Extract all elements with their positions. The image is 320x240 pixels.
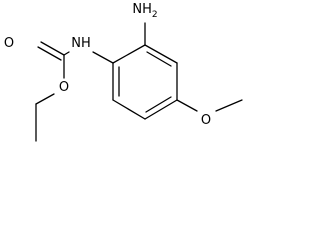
ethyl-carbamate-structure: NH2 NH O O O	[4, 2, 243, 142]
bond-nh-carbonyl-c	[63, 51, 70, 56]
ring-bond-c5-c6	[112, 99, 146, 120]
bonds	[35, 22, 243, 142]
bond-carbonyl-c-o-1	[40, 41, 65, 56]
amino-subscript: 2	[152, 10, 158, 20]
bond-methoxy-o-ch3	[215, 99, 243, 112]
ring-inner-double-c4-c5	[145, 96, 172, 113]
ester-oxygen-label: O	[59, 80, 69, 95]
ring-bond-c1-c2	[112, 44, 146, 64]
methoxy-oxygen-label: O	[201, 113, 211, 128]
atom-labels: NH2 NH O O O	[4, 2, 211, 128]
bond-carbonyl-c-o-2	[37, 46, 62, 61]
bond-ester-o-ch2	[35, 93, 55, 105]
carbonyl-oxygen-label: O	[4, 36, 14, 51]
amino-group-label: NH2	[132, 2, 157, 20]
bond-c1-nh	[92, 51, 114, 64]
ring-inner-double-c2-c3	[146, 51, 172, 67]
ring-bond-c4-c5	[144, 99, 178, 120]
nh-label: NH	[71, 36, 91, 51]
bond-c4-methoxy-o	[176, 99, 198, 112]
ring-bond-c2-c3	[144, 44, 178, 64]
